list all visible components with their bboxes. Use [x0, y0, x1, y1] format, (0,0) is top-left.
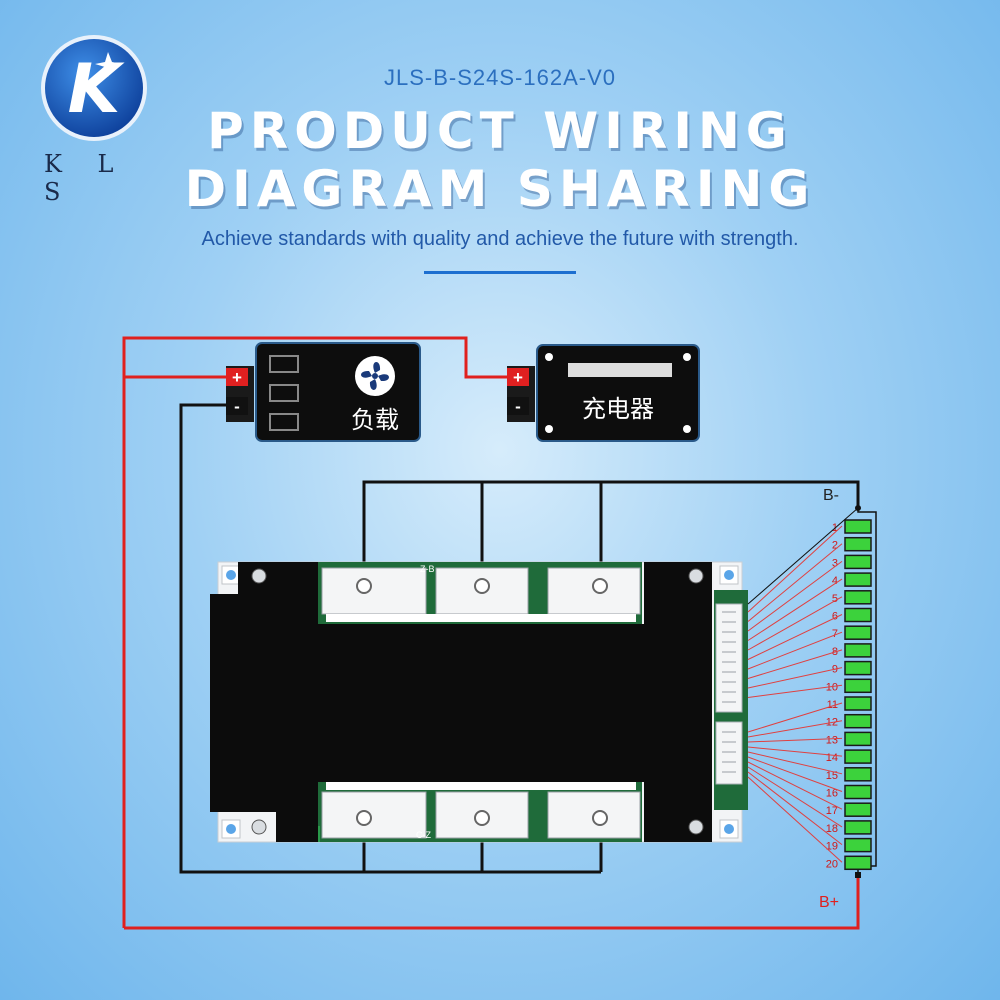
battery-cell — [844, 519, 872, 534]
battery-cell — [844, 572, 872, 587]
load-vent-slots — [269, 355, 299, 431]
page-title-line1: PRODUCT WIRING — [207, 102, 793, 160]
sparkle-icon — [95, 52, 122, 77]
subtitle: Achieve standards with quality and achie… — [201, 228, 799, 250]
cell-number: 14 — [826, 752, 838, 764]
cell-number: 3 — [832, 557, 838, 569]
board-label-bottom: C-Z — [416, 830, 431, 840]
cell-number: 15 — [826, 770, 838, 782]
cell-number: 18 — [826, 823, 838, 835]
cell-number: 17 — [826, 805, 838, 817]
board-screws — [251, 568, 704, 835]
sense-wire — [747, 756, 843, 792]
load-plus-label: + — [232, 368, 242, 387]
battery-cell — [844, 660, 872, 676]
bms-board: Z-B C-Z — [210, 561, 748, 843]
battery-cell — [844, 767, 872, 782]
negative-wires — [179, 403, 860, 874]
sense-wire — [747, 720, 843, 738]
cell-number: 20 — [826, 858, 838, 870]
battery-cell — [844, 784, 872, 800]
battery-cell — [844, 643, 872, 658]
battery-cell — [844, 802, 872, 817]
battery-cell — [844, 749, 872, 764]
sense-wires — [747, 507, 859, 863]
sense-wire — [747, 614, 843, 660]
battery-cells: 1234567891011121314151617181920 — [826, 508, 877, 872]
sense-wire — [747, 746, 843, 757]
battery-cell — [844, 837, 872, 853]
sense-wire — [747, 667, 843, 689]
cell-number: 16 — [826, 788, 838, 800]
fan-icon — [355, 356, 395, 396]
battery-cell — [844, 625, 872, 640]
sense-wire — [747, 596, 843, 651]
board-label-top: Z-B — [420, 564, 435, 574]
charger-module: + - 充电器 — [507, 344, 700, 442]
load-minus-terminal — [226, 397, 248, 415]
load-label: 负载 — [351, 406, 399, 434]
battery-cell — [844, 855, 872, 871]
sense-wire — [747, 649, 843, 679]
cell-number: 7 — [832, 628, 838, 640]
sense-wire — [747, 761, 843, 810]
sense-wire — [747, 525, 843, 613]
terminal-b-plus: B+ — [819, 894, 839, 911]
cell-number: 19 — [826, 841, 838, 853]
sense-wire — [747, 776, 843, 863]
sense-wire — [747, 766, 843, 828]
charger-minus-label: - — [515, 397, 521, 416]
sense-wire — [747, 543, 843, 622]
battery-cell — [844, 590, 872, 605]
charger-label: 充电器 — [582, 395, 654, 423]
battery-cell — [844, 731, 872, 747]
sense-wire — [747, 684, 843, 698]
b-minus-sense-wire — [747, 507, 859, 605]
page-title-line2: DIAGRAM SHARING — [184, 160, 816, 218]
sense-wire — [747, 631, 843, 670]
charger-minus-terminal — [507, 397, 529, 415]
connector-pins — [722, 611, 736, 773]
charger-plus-label: + — [513, 368, 523, 387]
sense-wire — [747, 771, 843, 845]
cell-number: 2 — [832, 540, 838, 552]
cell-number: 13 — [826, 734, 838, 746]
battery-cell — [844, 607, 872, 623]
battery-cell — [844, 554, 872, 570]
cell-number: 6 — [832, 611, 838, 623]
load-plus-terminal — [226, 368, 248, 386]
model-number: JLS-B-S24S-162A-V0 — [384, 65, 616, 90]
terminal-b-minus: B- — [823, 487, 839, 504]
cell-number: 4 — [832, 575, 838, 587]
charger-display-bar — [568, 363, 672, 377]
battery-cell — [844, 713, 872, 729]
load-module: + - 负载 — [226, 342, 421, 442]
sense-wire — [747, 560, 843, 632]
charger-plus-terminal — [507, 368, 529, 386]
cell-number: 11 — [827, 699, 838, 711]
brand-name: K L S — [44, 150, 128, 206]
sense-wire — [747, 751, 843, 775]
title-divider — [424, 271, 576, 274]
sense-wire — [747, 702, 843, 733]
sense-wire — [747, 578, 843, 641]
battery-cell — [844, 820, 872, 835]
battery-cell — [844, 678, 872, 694]
battery-cell — [844, 696, 872, 711]
load-minus-label: - — [234, 397, 240, 416]
sense-wire — [747, 737, 843, 743]
positive-wires — [122, 336, 860, 930]
brand-logo: K — [41, 35, 147, 141]
cell-number: 5 — [832, 593, 838, 605]
cell-number: 10 — [826, 681, 838, 693]
battery-cell — [844, 536, 872, 552]
